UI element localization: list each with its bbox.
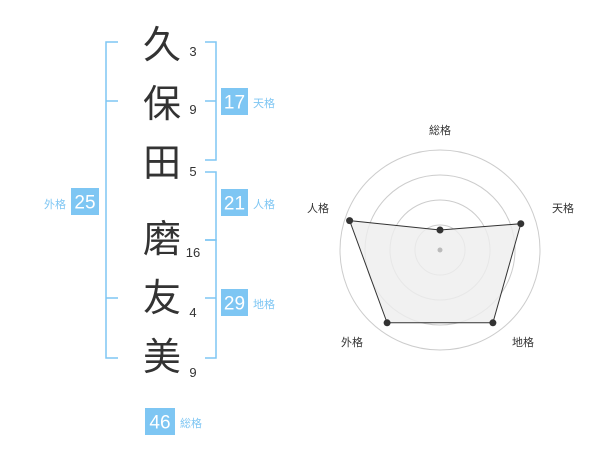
radar-polygon xyxy=(348,220,522,324)
name-column: 久 保 田 磨 友 美 xyxy=(143,23,181,379)
name-char-2: 保 xyxy=(143,82,181,126)
tenkaku-badge-box xyxy=(221,88,248,115)
radar-point xyxy=(346,217,354,225)
radar-point xyxy=(489,319,497,327)
radar-axis-label-chikaku: 地格 xyxy=(512,335,534,349)
chikaku-bracket xyxy=(205,239,217,359)
chikaku-badge-box xyxy=(221,289,248,316)
radar-axis-label-jinkaku: 人格 xyxy=(307,201,329,215)
gaikaku-badge-box xyxy=(71,188,99,215)
jinkaku-badge: 21 人格 xyxy=(221,189,275,216)
stroke-count-5: 4 xyxy=(189,305,196,320)
stroke-count-4: 16 xyxy=(186,245,200,260)
stroke-count-6: 9 xyxy=(189,365,196,380)
name-char-4: 磨 xyxy=(143,217,181,261)
tenkaku-label: 天格 xyxy=(253,96,275,110)
gaikaku-bracket-ticks xyxy=(106,100,118,299)
radar-axis-label-tenkaku: 天格 xyxy=(552,201,574,215)
jinkaku-value: 21 xyxy=(224,194,245,215)
radar-center-point xyxy=(437,247,443,253)
chikaku-value: 29 xyxy=(224,294,245,315)
name-char-5: 友 xyxy=(143,276,181,320)
radar-point xyxy=(383,319,391,327)
radar-axis-label-gaikaku: 外格 xyxy=(341,335,363,349)
radar-point xyxy=(436,226,444,234)
radar-ring xyxy=(339,149,541,351)
stroke-counts: 3 9 5 16 4 9 xyxy=(186,44,200,380)
stroke-count-1: 3 xyxy=(189,44,196,59)
chikaku-label: 地格 xyxy=(253,297,275,311)
name-char-6: 美 xyxy=(143,335,181,379)
chikaku-badge: 29 地格 xyxy=(221,289,275,316)
gaikaku-label: 外格 xyxy=(44,197,66,211)
radar-chart: 総格 天格 地格 外格 人格 xyxy=(307,123,574,351)
jinkaku-badge-box xyxy=(221,189,248,216)
soukaku-value: 46 xyxy=(149,413,170,434)
gaikaku-value: 25 xyxy=(74,193,95,214)
name-char-1: 久 xyxy=(143,23,181,67)
brackets xyxy=(105,41,217,359)
soukaku-badge-box xyxy=(145,408,175,435)
soukaku-badge: 46 総格 xyxy=(145,408,202,435)
stroke-count-2: 9 xyxy=(189,102,196,117)
gaikaku-badge: 外格 25 xyxy=(44,188,99,215)
jinkaku-bracket xyxy=(205,171,217,241)
jinkaku-label: 人格 xyxy=(253,197,275,211)
name-char-3: 田 xyxy=(143,141,181,185)
tenkaku-value: 17 xyxy=(224,93,245,114)
radar-points xyxy=(346,217,525,327)
radar-axis-label-soukaku: 総格 xyxy=(429,123,451,137)
soukaku-label: 総格 xyxy=(180,416,202,430)
gaikaku-bracket xyxy=(105,41,118,359)
tenkaku-badge: 17 天格 xyxy=(221,88,275,115)
stroke-count-3: 5 xyxy=(189,164,196,179)
radar-point xyxy=(517,220,525,228)
